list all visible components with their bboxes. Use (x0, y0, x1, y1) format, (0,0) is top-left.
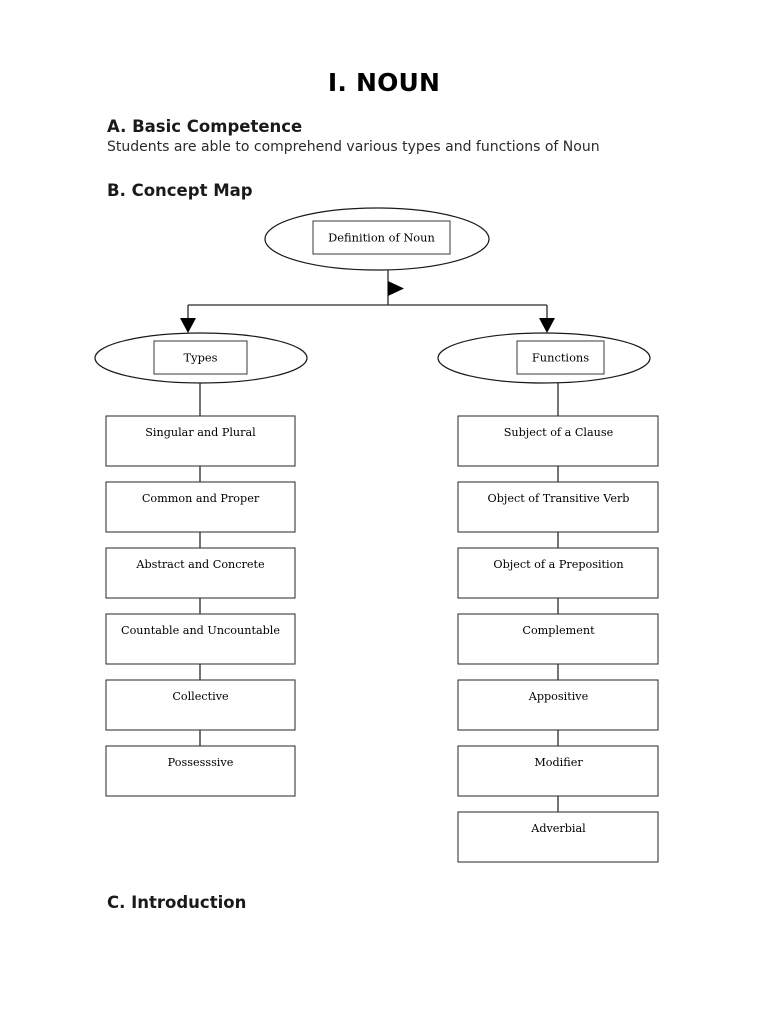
node-types-item: Abstract and Concrete (105, 547, 296, 599)
node-label: Subject of a Clause (504, 426, 614, 439)
node-types: Types (94, 332, 308, 384)
node-functions-item: Object of a Preposition (457, 547, 659, 599)
basic-competence-body-text: Students are able to comprehend various … (107, 139, 600, 155)
node-functions-item: Adverbial (457, 811, 659, 863)
node-functions-item: Modifier (457, 745, 659, 797)
node-label: Object of a Preposition (493, 558, 623, 571)
functions-column: Subject of a Clause Object of Transitive… (457, 383, 659, 863)
node-label-functions: Functions (532, 351, 589, 365)
node-label: Object of Transitive Verb (488, 492, 630, 505)
node-label-root: Definition of Noun (328, 231, 435, 245)
node-label: Countable and Uncountable (121, 624, 280, 637)
node-definition-of-noun: Definition of Noun (264, 207, 490, 271)
node-functions: Functions (437, 332, 651, 384)
node-label: Adverbial (530, 822, 586, 835)
node-types-item: Possesssive (105, 745, 296, 797)
node-label: Modifier (534, 756, 583, 769)
section-heading-basic-competence: A. Basic Competence (107, 117, 303, 136)
types-column: Singular and Plural Common and Proper Ab… (105, 383, 296, 797)
node-functions-item: Complement (457, 613, 659, 665)
node-types-item: Countable and Uncountable (105, 613, 296, 665)
node-label: Common and Proper (142, 492, 260, 505)
node-types-item: Singular and Plural (105, 415, 296, 467)
node-label: Collective (172, 690, 229, 703)
node-label: Complement (522, 624, 595, 637)
connector-root-to-branches (180, 270, 555, 333)
section-heading-concept-map: B. Concept Map (107, 181, 253, 200)
node-types-item: Collective (105, 679, 296, 731)
node-types-item: Common and Proper (105, 481, 296, 533)
node-functions-item: Appositive (457, 679, 659, 731)
node-label: Singular and Plural (145, 426, 256, 439)
node-label: Abstract and Concrete (135, 558, 265, 571)
page-title: I. NOUN (327, 68, 441, 97)
node-label-types: Types (184, 351, 218, 365)
node-functions-item: Subject of a Clause (457, 415, 659, 467)
node-label: Appositive (528, 690, 589, 703)
section-heading-introduction: C. Introduction (107, 893, 247, 912)
node-label: Possesssive (168, 756, 234, 769)
node-functions-item: Object of Transitive Verb (457, 481, 659, 533)
